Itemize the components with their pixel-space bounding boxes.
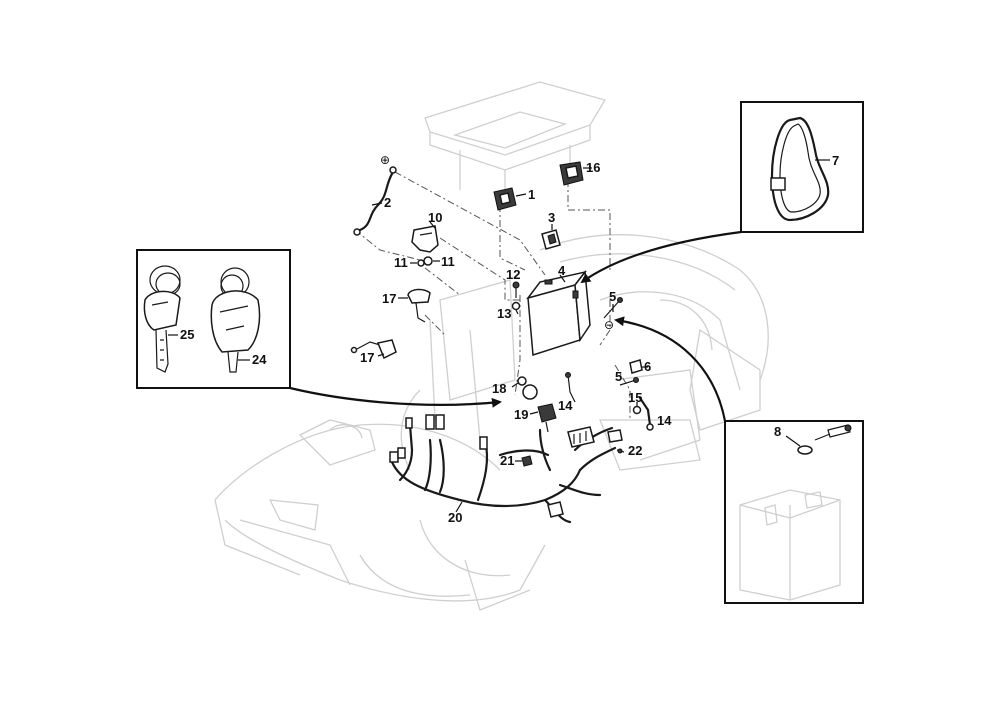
grommet — [511, 376, 538, 400]
plus-symbol: ⊕ — [380, 153, 390, 167]
nuts — [410, 256, 440, 267]
wiring-harness — [389, 414, 623, 524]
label-part-18: 18 — [492, 381, 506, 396]
label-part-21: 21 — [500, 453, 514, 468]
vehicle-body-outline — [214, 81, 769, 611]
ground-cables — [565, 372, 654, 431]
strap-arrow — [580, 230, 742, 284]
battery-screw-callout — [724, 420, 864, 604]
cable-tie — [616, 448, 625, 454]
label-part-11-left: 11 — [394, 255, 408, 270]
washer — [632, 402, 642, 415]
relay-secondary — [559, 161, 592, 186]
relay — [493, 187, 527, 211]
fuse-holder — [541, 224, 561, 250]
strap-callout — [740, 101, 864, 233]
terminal-bolt-upper — [603, 297, 623, 319]
label-part-15: 15 — [628, 390, 642, 405]
label-part-2: 2 — [384, 195, 391, 210]
label-part-1: 1 — [528, 187, 535, 202]
label-part-19: 19 — [514, 407, 528, 422]
label-part-8: 8 — [774, 424, 781, 439]
label-part-22: 22 — [628, 443, 642, 458]
keys-arrow — [289, 386, 502, 408]
keys-callout — [136, 249, 291, 389]
battery-screw — [511, 281, 521, 315]
label-part-25: 25 — [180, 327, 194, 342]
label-part-11-right: 11 — [441, 254, 455, 269]
label-part-10: 10 — [428, 210, 442, 225]
label-part-16: 16 — [586, 160, 600, 175]
label-part-17-lower: 17 — [360, 350, 374, 365]
label-part-20: 20 — [448, 510, 462, 525]
label-part-14-left: 14 — [558, 398, 573, 413]
label-part-13: 13 — [497, 306, 511, 321]
label-part-5-lower: 5 — [615, 369, 622, 384]
label-part-24: 24 — [252, 352, 267, 367]
label-part-17-upper: 17 — [382, 291, 396, 306]
battery-bracket — [411, 221, 439, 253]
buzzer — [529, 403, 557, 433]
ignition-key-25-icon — [143, 265, 181, 373]
terminal-bolt-lower — [619, 359, 648, 386]
label-part-6: 6 — [644, 359, 651, 374]
battery-detail-icon — [739, 424, 852, 601]
label-part-3: 3 — [548, 210, 555, 225]
minus-symbol: ⊖ — [604, 318, 614, 332]
label-part-5-upper: 5 — [609, 289, 616, 304]
screw-arrow — [614, 316, 727, 422]
positive-cable — [353, 166, 397, 236]
label-part-12: 12 — [506, 267, 520, 282]
safety-switch-lower — [350, 339, 397, 360]
label-part-14-right: 14 — [657, 413, 672, 428]
safety-switch-upper — [398, 288, 431, 323]
battery-strap-icon — [770, 116, 830, 222]
label-part-7: 7 — [832, 153, 839, 168]
part-labels: 1 2 3 4 5 5 6 7 8 10 11 11 12 13 14 14 1… — [180, 153, 839, 525]
connector-clip — [515, 455, 533, 467]
battery — [526, 270, 591, 356]
ignition-key-24-icon — [210, 267, 261, 373]
label-part-4: 4 — [558, 263, 566, 278]
